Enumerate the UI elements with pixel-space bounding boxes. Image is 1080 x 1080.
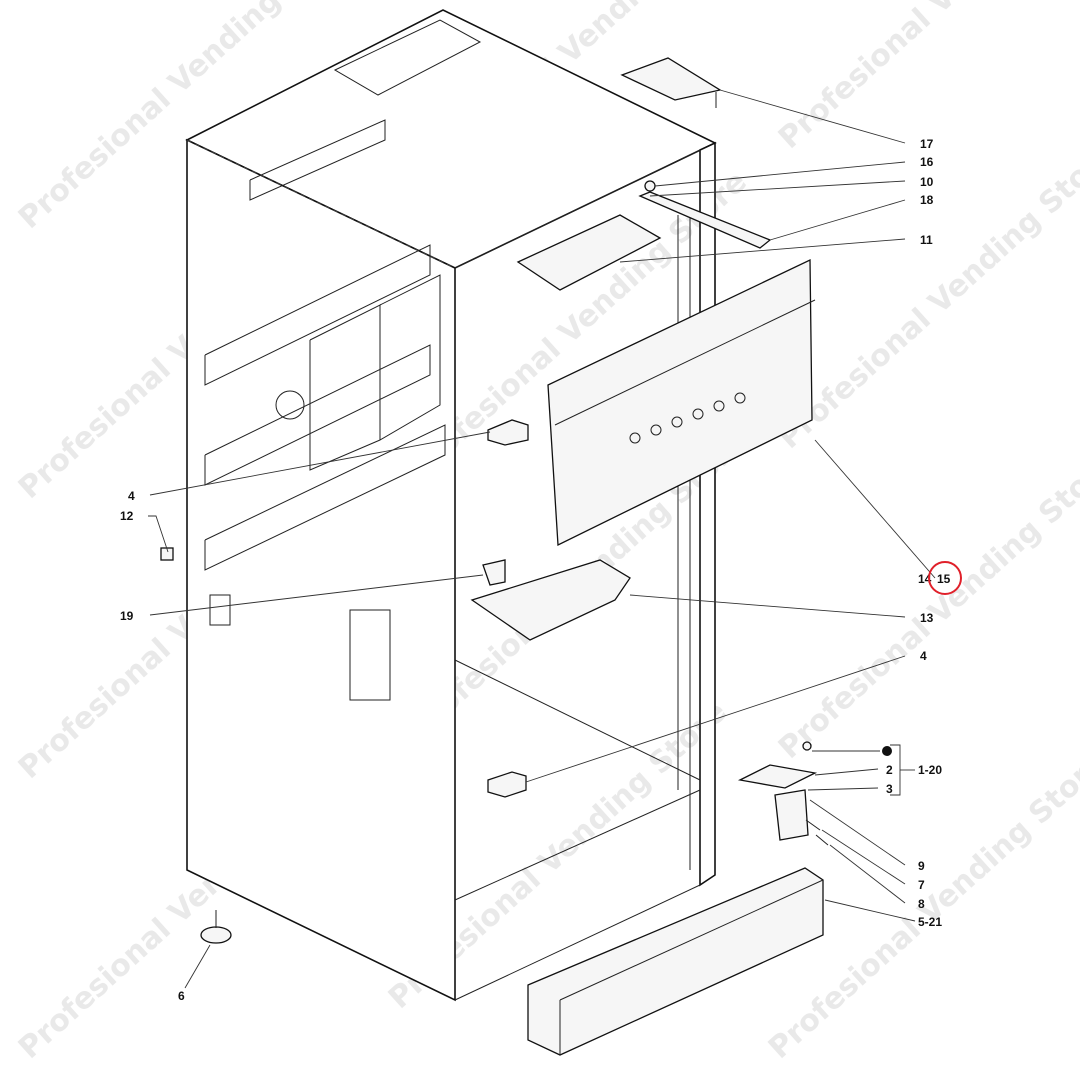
cabinet-left-side [186, 138, 456, 1002]
callout-4-lower: 4 [920, 649, 927, 663]
watermark: Profesional Vending Store [772, 444, 1080, 766]
callout-12: 12 [120, 509, 134, 523]
callout-11: 11 [920, 233, 933, 247]
callout-17: 17 [920, 137, 934, 151]
panel-holes [629, 392, 746, 444]
part-11 [516, 214, 662, 291]
part-4-upper [487, 419, 529, 446]
leader-lines [148, 89, 936, 989]
callout-6: 6 [178, 989, 185, 1003]
part-6 [200, 926, 232, 944]
callout-2: 2 [886, 763, 893, 777]
callout-15: 15 [937, 572, 951, 586]
callout-7: 7 [918, 878, 925, 892]
callout-8: 8 [918, 897, 925, 911]
part-1 [882, 746, 892, 756]
part-8 [815, 834, 829, 846]
parts [160, 57, 892, 1056]
callout-1-20: 1-20 [918, 763, 942, 777]
part-4-lower [487, 771, 527, 798]
callout-10: 10 [920, 175, 934, 189]
callout-13: 13 [920, 611, 934, 625]
part-17 [620, 57, 722, 101]
part-16 [644, 180, 656, 192]
part-5-21 [527, 867, 824, 1056]
part-13 [470, 559, 631, 641]
part-3 [774, 789, 809, 841]
callout-18: 18 [920, 193, 934, 207]
part-7 [805, 819, 821, 831]
watermark: Profesional Vending Store [772, 0, 1080, 156]
part-2 [737, 764, 818, 789]
callout-19: 19 [120, 609, 134, 623]
part-19 [482, 559, 506, 586]
callout-5-21: 5-21 [918, 915, 942, 929]
callout-16: 16 [920, 155, 934, 169]
highlight-ring [928, 561, 962, 595]
cabinet [185, 9, 717, 1002]
callouts: 17 16 10 18 11 4 12 19 14 15 13 4 2 1-20… [120, 137, 962, 1003]
callout-9: 9 [918, 859, 925, 873]
callout-4-upper: 4 [128, 489, 135, 503]
callout-3: 3 [886, 782, 893, 796]
part-14-panel [547, 258, 813, 547]
